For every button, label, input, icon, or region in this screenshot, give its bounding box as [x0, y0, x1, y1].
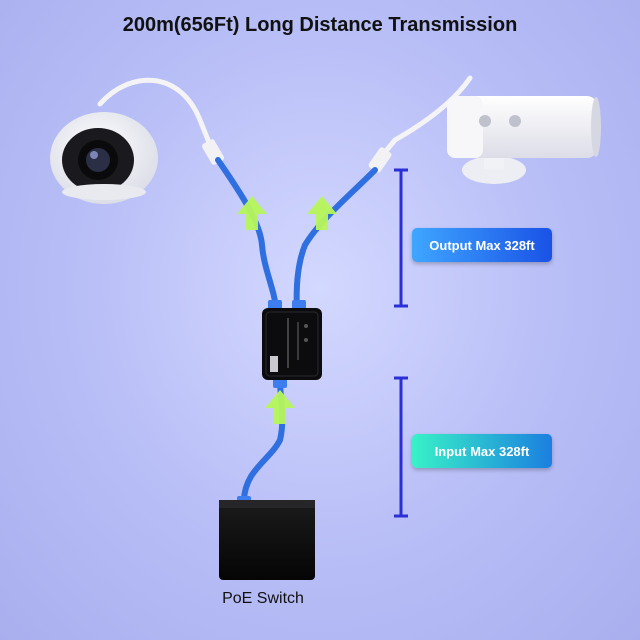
- bullet-camera: [377, 75, 601, 184]
- up-arrow-icon: [237, 196, 267, 230]
- output-distance-label: Output Max 328ft: [412, 228, 552, 262]
- page-title: 200m(656Ft) Long Distance Transmission: [122, 14, 518, 36]
- up-arrow-icon: [265, 390, 295, 424]
- right-output-cable: [293, 167, 378, 313]
- output-distance-bracket: [394, 168, 408, 308]
- poe-switch-label: PoE Switch: [222, 590, 304, 607]
- dome-camera: [50, 77, 213, 204]
- input-distance-bracket: [394, 376, 408, 518]
- rj45-connector: [368, 147, 392, 173]
- left-output-cable: [215, 157, 279, 313]
- input-distance-label: Input Max 328ft: [412, 434, 552, 468]
- up-arrow-icon: [307, 196, 337, 230]
- poe-splitter: [262, 308, 322, 380]
- poe-switch: [219, 500, 315, 580]
